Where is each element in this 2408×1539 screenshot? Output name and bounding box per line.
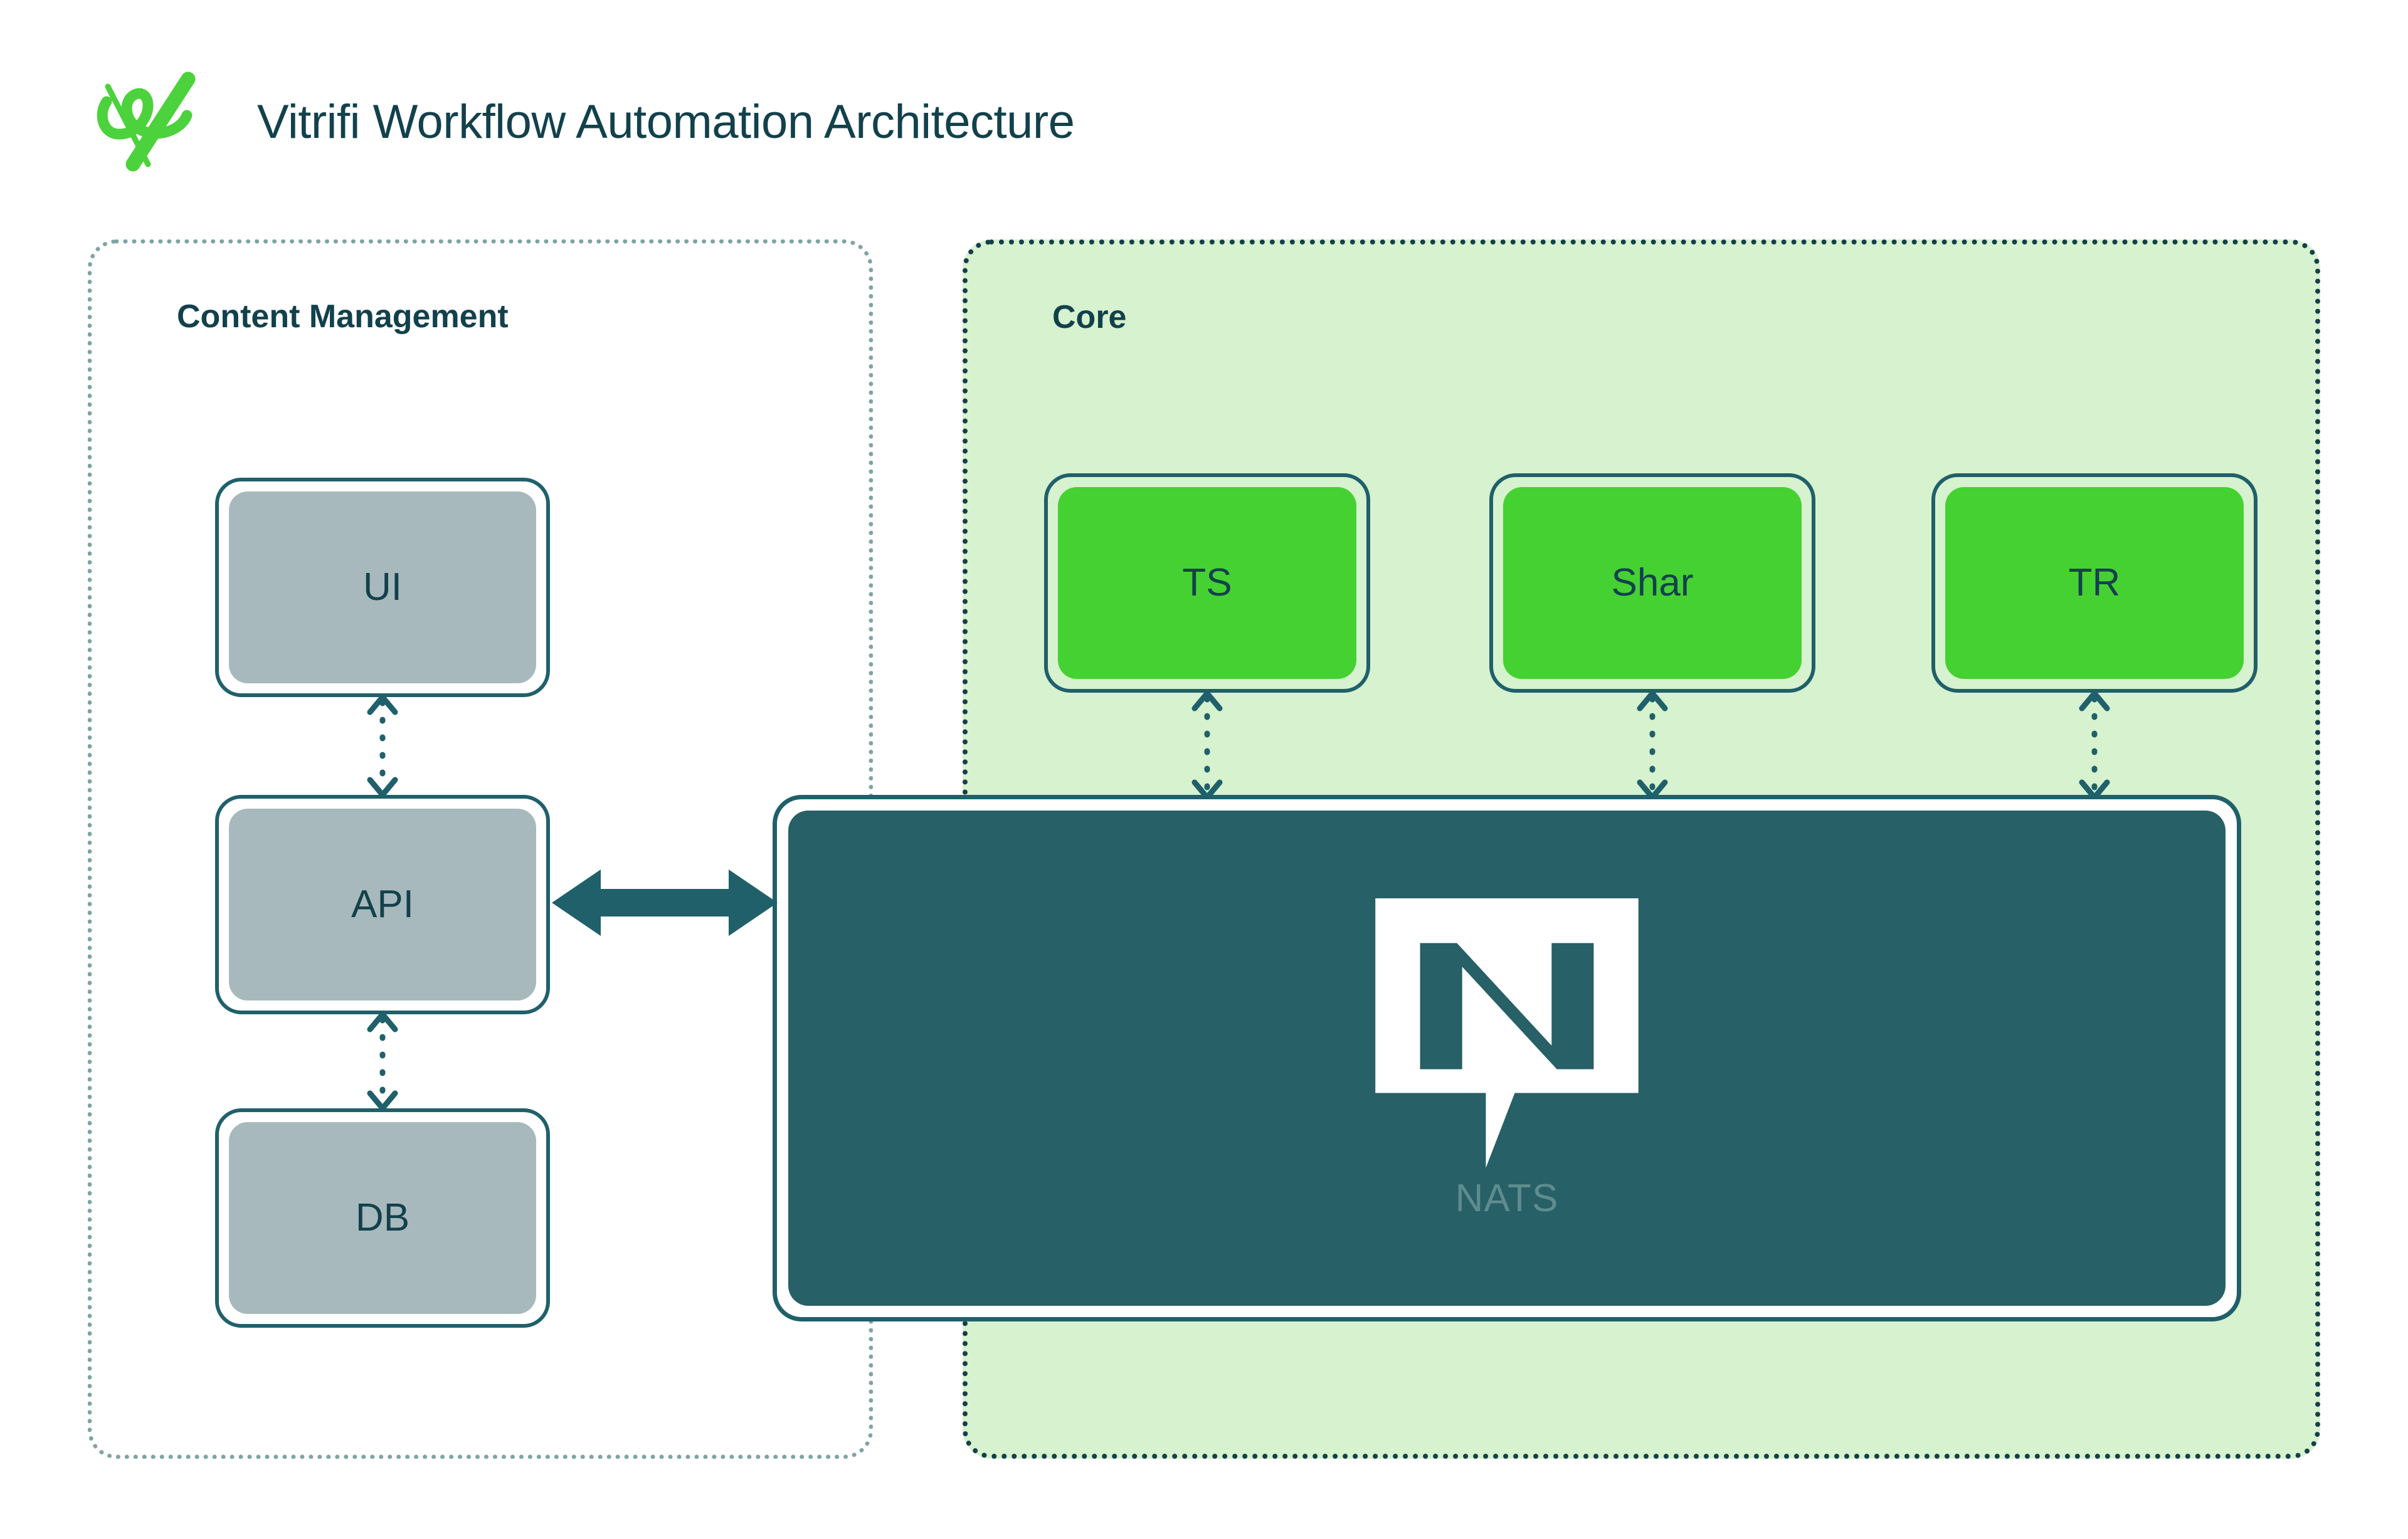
- panel-title-content-management: Content Management: [177, 298, 509, 335]
- panel-title-core: Core: [1052, 299, 1127, 335]
- node-db[interactable]: DB: [215, 1108, 550, 1328]
- node-ui-label: UI: [363, 565, 402, 609]
- connector-ts-nats: [1187, 690, 1227, 801]
- node-nats[interactable]: NATS: [773, 795, 2241, 1321]
- connector-shar-nats: [1632, 690, 1672, 801]
- node-db-fill: DB: [229, 1122, 536, 1314]
- page-header: Vitrifi Workflow Automation Architecture: [94, 60, 1075, 185]
- page-title: Vitrifi Workflow Automation Architecture: [257, 95, 1075, 149]
- node-ts-fill: TS: [1058, 487, 1356, 679]
- node-ts-label: TS: [1182, 561, 1232, 604]
- nats-speech-bubble-logo: [1375, 898, 1639, 1168]
- node-api[interactable]: API: [215, 795, 550, 1014]
- node-ui[interactable]: UI: [215, 478, 550, 697]
- node-api-label: API: [351, 883, 414, 926]
- connector-api-nats: [552, 862, 778, 943]
- node-api-fill: API: [229, 809, 536, 1001]
- connector-ui-api: [362, 693, 403, 799]
- node-nats-fill: NATS: [788, 811, 2226, 1306]
- vitrifi-check-logo: [97, 71, 196, 172]
- node-tr[interactable]: TR: [1931, 473, 2258, 693]
- connector-tr-nats: [2074, 690, 2115, 801]
- node-ts[interactable]: TS: [1044, 473, 1370, 693]
- connector-api-db: [362, 1011, 403, 1112]
- node-tr-label: TR: [2068, 561, 2121, 604]
- node-shar[interactable]: Shar: [1489, 473, 1815, 693]
- node-tr-fill: TR: [1945, 487, 2244, 679]
- node-ui-fill: UI: [229, 491, 536, 683]
- nats-wordmark: NATS: [1455, 1177, 1559, 1220]
- node-shar-fill: Shar: [1503, 487, 1802, 679]
- node-shar-label: Shar: [1611, 561, 1694, 604]
- node-db-label: DB: [355, 1196, 410, 1239]
